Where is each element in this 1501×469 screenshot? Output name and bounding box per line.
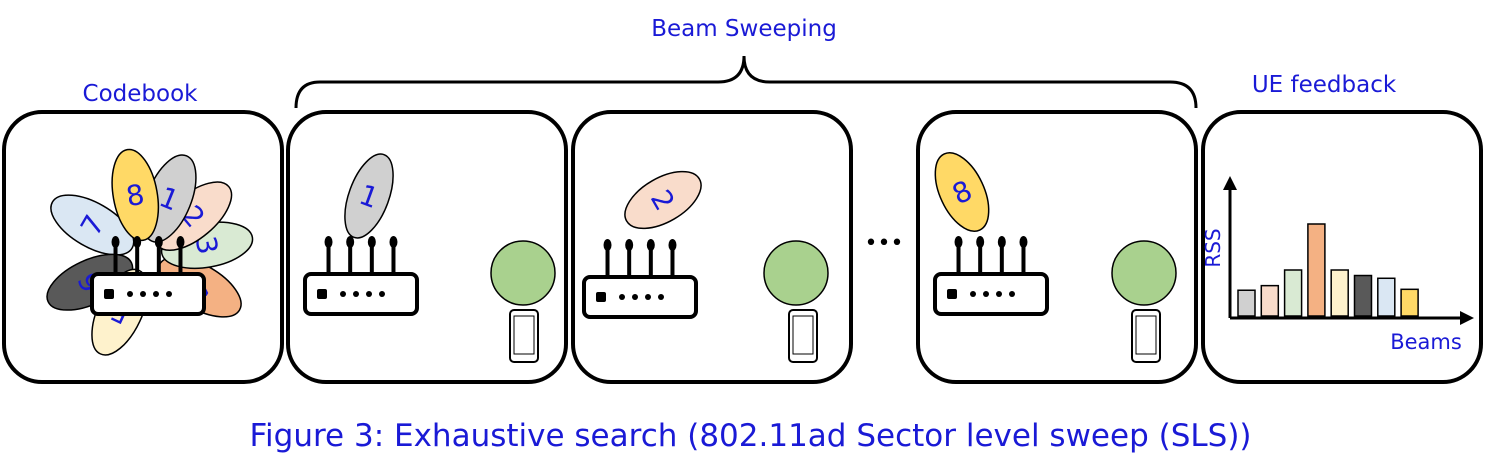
router-led: [104, 289, 114, 299]
router-dot: [379, 291, 385, 297]
antenna-tip: [367, 236, 376, 248]
router-dot: [645, 294, 651, 300]
router-panel-2: [582, 239, 698, 319]
sweep-beam-1: 1: [344, 153, 394, 239]
rss-bar-1: [1237, 289, 1256, 317]
beam-sweeping-brace: [294, 55, 1198, 109]
beam-lobe: [111, 148, 160, 242]
y-axis-label: RSS: [1201, 228, 1225, 267]
rss-bar-8: [1400, 288, 1419, 317]
antenna-tip: [668, 239, 677, 251]
codebook-router: [90, 236, 206, 316]
router-body: [582, 275, 698, 319]
sweep-beams: 1 2 8: [344, 152, 1177, 363]
antenna-tip: [625, 239, 634, 251]
rss-bar-5: [1330, 269, 1349, 317]
y-axis-arrowhead: [1223, 176, 1237, 190]
router-panel-8: [933, 236, 1049, 316]
rss-bar-4: [1307, 223, 1326, 317]
ue-circle: [490, 240, 556, 306]
x-axis-arrowhead: [1460, 311, 1474, 325]
routers: [90, 236, 1049, 319]
beam-number: 8: [124, 178, 147, 214]
beam-lobe: [934, 152, 990, 232]
beam-sweeping-label: Beam Sweeping: [651, 16, 837, 42]
antenna-tip: [176, 236, 185, 248]
router-dot: [366, 291, 372, 297]
router-led: [947, 289, 957, 299]
ue-circle: [1111, 240, 1177, 306]
router-dot: [127, 291, 133, 297]
codebook-label: Codebook: [83, 81, 199, 107]
router-panel-1: [303, 236, 419, 316]
antenna-tip: [154, 236, 163, 248]
sweep-beam-2: 2: [624, 170, 702, 230]
x-axis-label: Beams: [1390, 330, 1462, 354]
rss-bar-3: [1283, 269, 1303, 317]
router-body: [303, 272, 419, 316]
antenna-tip: [1019, 236, 1028, 248]
rss-chart: RSS Beams: [1201, 176, 1474, 354]
router-dot: [996, 291, 1002, 297]
phone-screen: [513, 315, 535, 355]
antenna-tip: [346, 236, 355, 248]
rss-bar-6: [1353, 274, 1373, 317]
ue-device: [490, 240, 556, 363]
phone-screen: [1135, 315, 1157, 355]
router-dot: [153, 291, 159, 297]
codebook-beam-8: 8: [111, 148, 160, 242]
ue-circle: [763, 240, 829, 306]
beam-lobe: [344, 153, 394, 239]
antenna-tip: [389, 236, 398, 248]
antenna-tip: [646, 239, 655, 251]
ue-device: [1111, 240, 1177, 363]
rss-bar-7: [1377, 277, 1396, 317]
phone-screen: [792, 315, 814, 355]
router-dot: [353, 291, 359, 297]
router-dot: [983, 291, 989, 297]
router-led: [317, 289, 327, 299]
router-dot: [970, 291, 976, 297]
router-led: [596, 292, 606, 302]
antenna-tip: [976, 236, 985, 248]
ellipsis: •••: [865, 231, 904, 256]
ue-feedback-label: UE feedback: [1252, 72, 1397, 98]
antenna-tip: [133, 236, 142, 248]
ue-device: [763, 240, 829, 363]
router-dot: [140, 291, 146, 297]
rss-bar-2: [1260, 284, 1280, 317]
router-body: [933, 272, 1049, 316]
beam-lobe: [624, 170, 702, 230]
rss-bars: [1237, 223, 1419, 317]
antenna-tip: [954, 236, 963, 248]
router-dot: [166, 291, 172, 297]
router-body: [90, 272, 206, 316]
router-dot: [619, 294, 625, 300]
antenna-tip: [997, 236, 1006, 248]
router-dot: [1009, 291, 1015, 297]
router-dot: [340, 291, 346, 297]
sweep-beam-8: 8: [934, 152, 990, 232]
router-dot: [632, 294, 638, 300]
figure-caption: Figure 3: Exhaustive search (802.11ad Se…: [249, 418, 1252, 454]
antenna-tip: [603, 239, 612, 251]
antenna-tip: [324, 236, 333, 248]
router-dot: [658, 294, 664, 300]
antenna-tip: [111, 236, 120, 248]
